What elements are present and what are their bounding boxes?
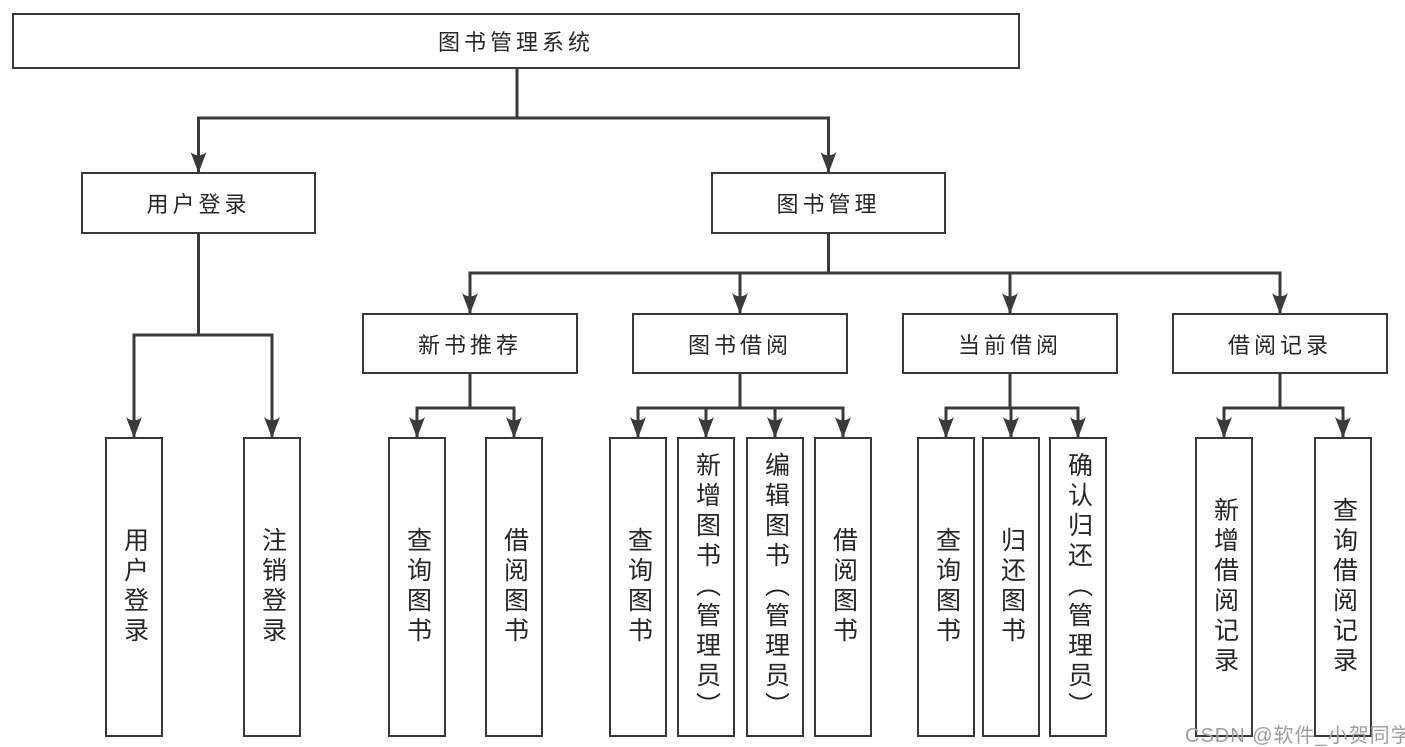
- node-current-borrowing: 当前借阅: [902, 313, 1118, 374]
- leaf-add-borrow-record: 新增借阅记录: [1195, 437, 1253, 737]
- leaf-user-login: 用户登录: [105, 437, 163, 737]
- csdn-watermark: CSDN @软件_小贺同学: [1185, 725, 1405, 747]
- leaf-borrow-books-recommend: 借阅图书: [485, 437, 543, 737]
- leaf-query-borrow-record: 查询借阅记录: [1314, 437, 1372, 737]
- leaf-query-books-borrowing: 查询图书: [609, 437, 667, 737]
- leaf-logout: 注销登录: [243, 437, 301, 737]
- node-book-management: 图书管理: [711, 172, 946, 234]
- node-user-login: 用户登录: [81, 172, 316, 234]
- leaf-return-books: 归还图书: [982, 437, 1040, 737]
- leaf-borrow-books-borrowing: 借阅图书: [814, 437, 872, 737]
- leaf-confirm-return-admin: 确认归还（管理员）: [1049, 437, 1107, 737]
- node-new-book-recommendation: 新书推荐: [362, 313, 578, 374]
- node-library-system: 图书管理系统: [12, 13, 1020, 69]
- node-borrowing-records: 借阅记录: [1172, 313, 1388, 374]
- leaf-edit-books-admin: 编辑图书（管理员）: [746, 437, 804, 737]
- node-book-borrowing: 图书借阅: [632, 313, 848, 374]
- leaf-query-books-recommend: 查询图书: [388, 437, 446, 737]
- leaf-add-books-admin: 新增图书（管理员）: [677, 437, 735, 737]
- leaf-query-books-current: 查询图书: [917, 437, 975, 737]
